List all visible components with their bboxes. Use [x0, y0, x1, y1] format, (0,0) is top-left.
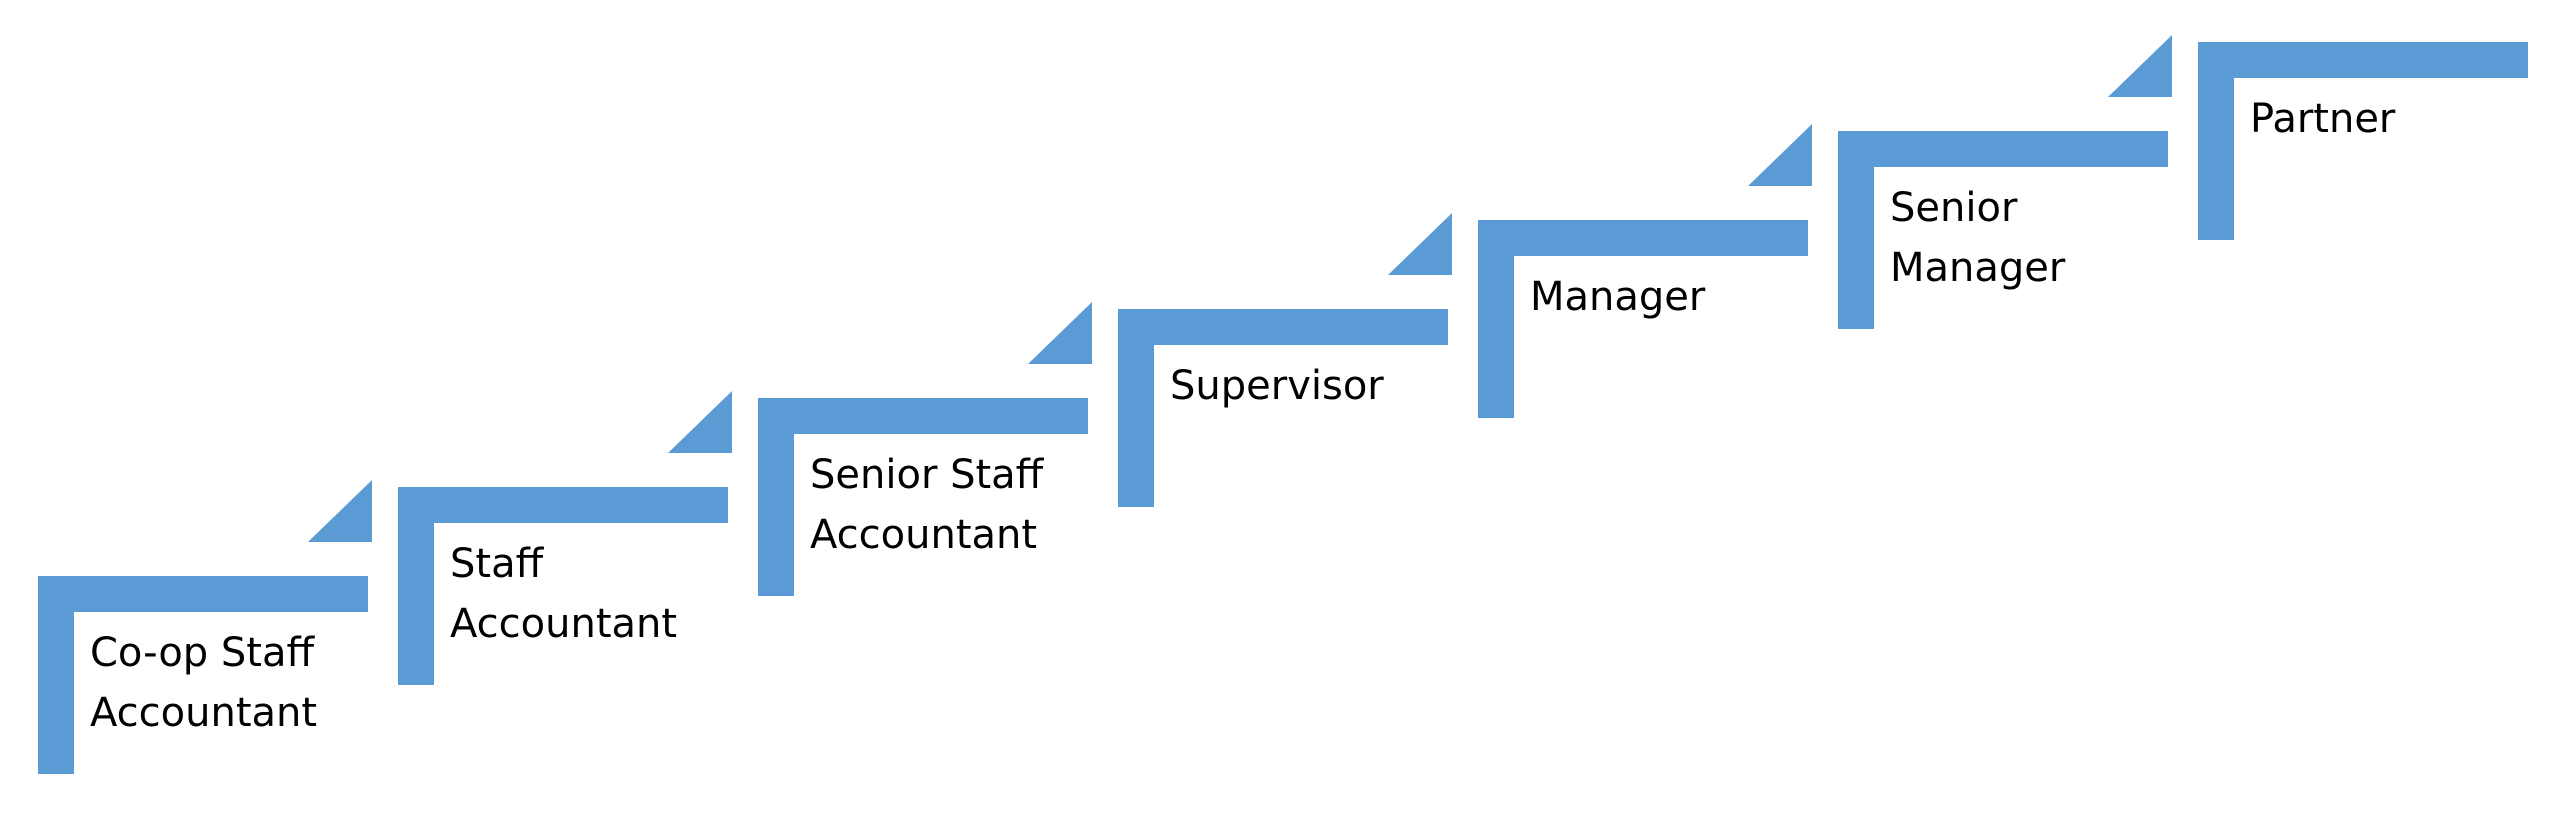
step-bracket [1118, 309, 1448, 507]
step-bracket [1478, 220, 1808, 418]
step-label-line: Accountant [90, 690, 317, 736]
step-connector-triangle [1748, 124, 1812, 186]
step-label-line: Staff [450, 541, 545, 587]
step-bracket [2198, 42, 2528, 240]
step-connector-triangle [1028, 302, 1092, 364]
step-connector-triangle [2108, 35, 2172, 97]
step-label-line: Senior [1890, 185, 2018, 231]
step-bracket [38, 576, 368, 774]
step-label-line: Manager [1890, 245, 2066, 291]
step-4: Supervisor [1118, 309, 1448, 507]
step-label-line: Co-op Staff [90, 630, 315, 676]
step-label-line: Supervisor [1170, 363, 1384, 409]
step-bracket [398, 487, 728, 685]
step-7: Partner [2198, 42, 2528, 240]
step-connector-triangle [668, 391, 732, 453]
step-label-line: Senior Staff [810, 452, 1045, 498]
step-connector-triangle [1388, 213, 1452, 275]
step-5: Manager [1478, 220, 1808, 418]
step-label-line: Partner [2250, 96, 2396, 142]
step-label-line: Accountant [810, 512, 1037, 558]
step-bracket [758, 398, 1088, 596]
step-connector-triangle [308, 480, 372, 542]
step-label-line: Accountant [450, 601, 677, 647]
step-bracket [1838, 131, 2168, 329]
step-label-line: Manager [1530, 274, 1706, 320]
